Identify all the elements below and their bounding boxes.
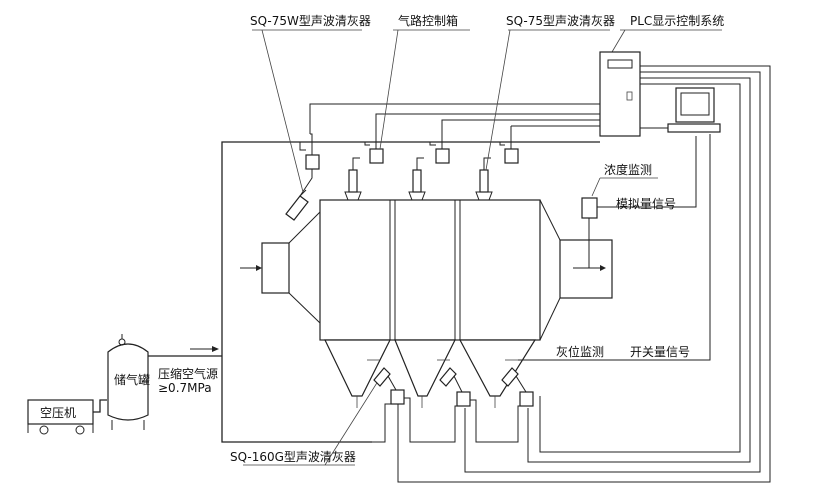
signal-lines: [309, 103, 600, 134]
gas-box-label: 气路控制箱: [398, 13, 458, 28]
sq75-label: SQ-75型声波清灰器: [506, 14, 615, 28]
concentration-monitor: 浓度监测 模拟量信号: [581, 136, 697, 268]
air-compressor: 空压机: [27, 399, 94, 435]
switch-signal-label: 开关量信号: [630, 345, 690, 359]
analog-label: 模拟量信号: [616, 197, 676, 211]
filter-body: [319, 199, 541, 408]
top-cleaners: [285, 126, 519, 221]
ash-level-label: 灰位监测: [556, 344, 604, 359]
lower-air-loop: [221, 356, 372, 443]
air-supply-line: 压缩空气源 ≥0.7MPa: [148, 346, 222, 395]
inlet-duct: [240, 211, 321, 324]
plc-label: PLC显示控制系统: [630, 14, 724, 28]
air-source-label-line1: 压缩空气源: [158, 366, 218, 381]
monitor: [640, 87, 721, 133]
label-leaders: [243, 29, 722, 466]
main-air-loop: [221, 141, 600, 356]
outlet-duct: [539, 199, 613, 341]
bottom-cleaners: [372, 367, 534, 443]
sq75w-label: SQ-75W型声波清灰器: [250, 14, 371, 28]
compressor-label: 空压机: [40, 406, 76, 420]
air-source-label-line2: ≥0.7MPa: [158, 381, 212, 395]
tank-label: 储气罐: [114, 372, 150, 387]
plc-cabinet: [599, 51, 641, 137]
ash-level-monitor: 灰位监测 开关量信号: [518, 134, 711, 361]
concentration-label: 浓度监测: [604, 162, 652, 177]
pipe-compressor-to-tank: [93, 399, 107, 413]
storage-tank: 储气罐: [107, 334, 150, 430]
outer-signal-loops: [397, 65, 771, 483]
sq160g-label: SQ-160G型声波清灰器: [230, 450, 356, 464]
